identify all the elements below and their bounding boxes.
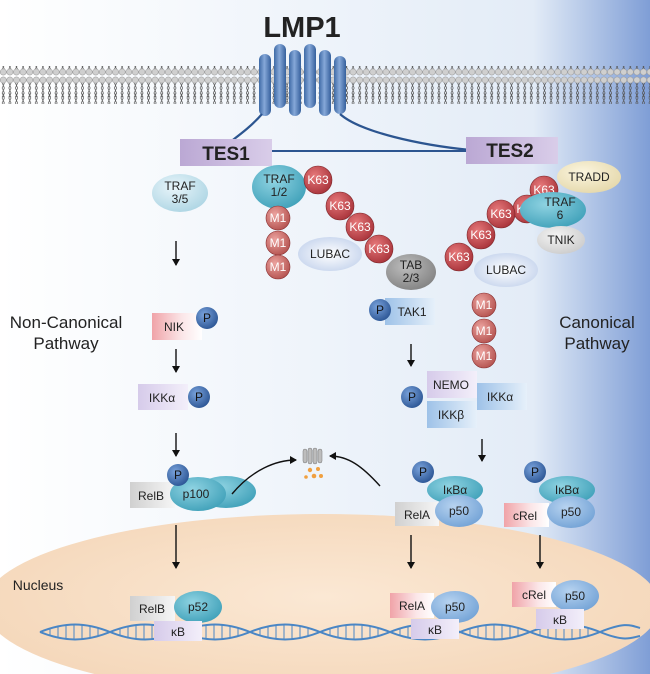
svg-text:P: P [195,390,203,404]
svg-text:Pathway: Pathway [564,334,630,353]
svg-text:P: P [408,390,416,404]
tab2-3: TAB 2/3 [386,254,436,290]
svg-text:P: P [531,465,539,479]
ikba-rela-p50-complex: IκBα P RelA p50 [395,461,483,527]
svg-text:M1: M1 [476,349,493,363]
svg-text:TES2: TES2 [486,141,534,162]
svg-text:P: P [203,311,211,325]
nuclear-rela-p50: RelA p50 κB [390,591,479,639]
svg-text:M1: M1 [476,298,493,312]
svg-text:TNIK: TNIK [547,233,574,247]
svg-text:TAB: TAB [400,258,422,272]
svg-text:IKKα: IKKα [149,391,175,405]
noncanonical-pathway-label: Non-Canonical Pathway [10,313,122,353]
svg-text:P: P [376,303,384,317]
svg-text:κB: κB [171,625,185,639]
svg-text:K63: K63 [349,220,371,234]
lmp1-title: LMP1 [263,12,340,44]
svg-text:IκBα: IκBα [555,483,579,497]
svg-text:6: 6 [557,208,564,222]
svg-text:TRAF: TRAF [263,172,294,186]
nuclear-crel-p50: cRel p50 κB [512,580,599,629]
svg-text:K63: K63 [368,242,390,256]
nucleus-label: Nucleus [13,577,64,593]
svg-text:K63: K63 [448,250,470,264]
m1-chain-left: M1 M1 [265,205,291,280]
svg-text:p100: p100 [183,487,210,501]
svg-text:K63: K63 [329,199,351,213]
svg-text:p52: p52 [188,600,208,614]
svg-text:K63: K63 [470,228,492,242]
traf3-5: TRAF 3/5 [152,174,208,212]
svg-text:M1: M1 [270,260,287,274]
svg-text:RelB: RelB [138,489,164,503]
svg-text:P: P [174,468,182,482]
svg-text:K63: K63 [490,207,512,221]
svg-text:TES1: TES1 [202,144,250,165]
svg-text:IκBα: IκBα [443,483,467,497]
svg-text:RelA: RelA [404,508,430,522]
svg-text:2/3: 2/3 [403,271,420,285]
traf6: TRAF 6 [520,192,586,228]
svg-text:M1: M1 [270,236,287,250]
svg-text:M1: M1 [476,324,493,338]
svg-text:IKKα: IKKα [487,390,513,404]
svg-text:κB: κB [428,623,442,637]
tes2-domain: TES2 [466,137,558,164]
svg-text:NIK: NIK [164,320,184,334]
tak1: TAK1 P [369,298,435,325]
lubac-right: LUBAC [474,253,538,287]
ikk-alpha-noncanonical: IKKα P [138,384,210,410]
ikk-complex: NEMO IKKα IKKβ P [401,371,527,428]
relb-p100-complex: RelB p100 P [130,464,256,511]
svg-text:TRADD: TRADD [568,170,610,184]
svg-text:Pathway: Pathway [33,334,99,353]
svg-text:NEMO: NEMO [433,378,469,392]
svg-text:κB: κB [553,613,567,627]
svg-text:p50: p50 [561,505,581,519]
svg-text:1/2: 1/2 [271,185,288,199]
svg-text:LUBAC: LUBAC [310,247,350,261]
svg-text:RelB: RelB [139,602,165,616]
lmp1-transmembrane-protein [224,44,471,152]
svg-text:cRel: cRel [522,588,546,602]
svg-text:TAK1: TAK1 [397,305,426,319]
tradd: TRADD [557,161,621,193]
svg-text:TRAF: TRAF [164,179,195,193]
svg-text:p50: p50 [449,504,469,518]
svg-text:3/5: 3/5 [172,192,189,206]
proteasome-icon [302,447,323,479]
svg-text:cRel: cRel [513,509,537,523]
svg-text:Canonical: Canonical [559,313,635,332]
pathway-arrows [172,241,544,569]
m1-chain-right: M1 M1 M1 [471,292,497,369]
svg-text:RelA: RelA [399,599,425,613]
tes1-domain: TES1 [180,139,272,166]
svg-text:K63: K63 [307,173,329,187]
lubac-left: LUBAC [298,237,362,271]
canonical-pathway-label: Canonical Pathway [559,313,635,353]
nik: NIK P [152,307,218,340]
svg-text:Non-Canonical: Non-Canonical [10,313,122,332]
tnik: TNIK [537,226,585,254]
ikba-crel-p50-complex: IκBα P cRel p50 [504,461,595,528]
svg-text:TRAF: TRAF [544,195,575,209]
traf1-2: TRAF 1/2 [252,165,306,209]
svg-text:IKKβ: IKKβ [438,408,464,422]
m1-label: M1 [270,211,287,225]
svg-text:LUBAC: LUBAC [486,263,526,277]
nuclear-relb-p52: RelB p52 κB [130,591,222,641]
k63-chain-left: K63 K63 K63 K63 [303,165,394,264]
svg-text:p50: p50 [445,600,465,614]
svg-text:p50: p50 [565,589,585,603]
svg-text:P: P [419,465,427,479]
